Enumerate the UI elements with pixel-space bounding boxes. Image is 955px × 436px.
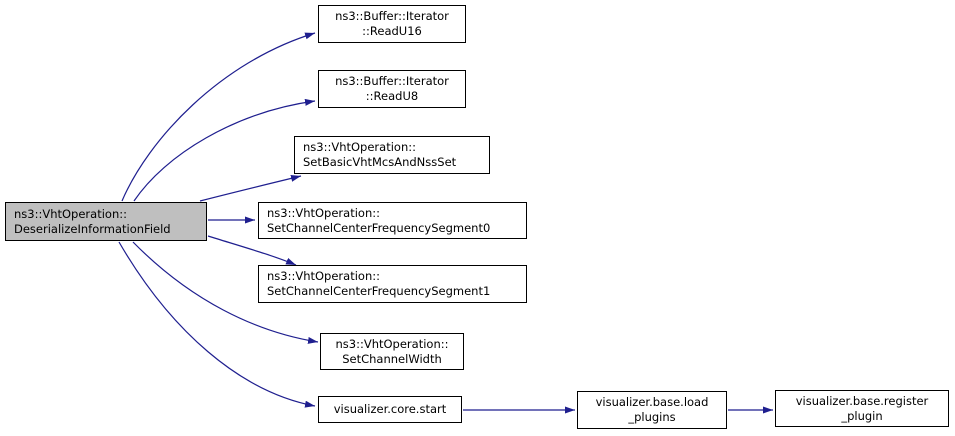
edge-deserialize-to-readu8 <box>133 98 316 202</box>
node-buffer-iterator-readu8[interactable]: ns3::Buffer::Iterator ::ReadU8 <box>318 70 466 108</box>
edge-deserialize-to-readu16 <box>121 32 316 202</box>
node-buffer-iterator-readu16[interactable]: ns3::Buffer::Iterator ::ReadU16 <box>318 5 466 43</box>
node-deserialize-information-field[interactable]: ns3::VhtOperation:: DeserializeInformati… <box>5 202 207 241</box>
node-visualizer-base-register-plugin[interactable]: visualizer.base.register _plugin <box>775 390 949 427</box>
node-set-channel-width[interactable]: ns3::VhtOperation:: SetChannelWidth <box>320 333 464 370</box>
edge-deserialize-to-setbasic <box>199 174 302 202</box>
node-visualizer-core-start[interactable]: visualizer.core.start <box>318 396 462 423</box>
edge-deserialize-to-seg1 <box>207 235 297 266</box>
edge-deserialize-to-corestart <box>118 241 316 408</box>
node-set-channel-center-frequency-segment1[interactable]: ns3::VhtOperation:: SetChannelCenterFreq… <box>258 265 527 303</box>
node-set-basic-vht-mcs-and-nss-set[interactable]: ns3::VhtOperation:: SetBasicVhtMcsAndNss… <box>294 136 490 174</box>
node-visualizer-base-load-plugins[interactable]: visualizer.base.load _plugins <box>577 391 727 429</box>
edge-deserialize-to-setwidth <box>132 241 319 344</box>
node-set-channel-center-frequency-segment0[interactable]: ns3::VhtOperation:: SetChannelCenterFreq… <box>258 202 527 239</box>
